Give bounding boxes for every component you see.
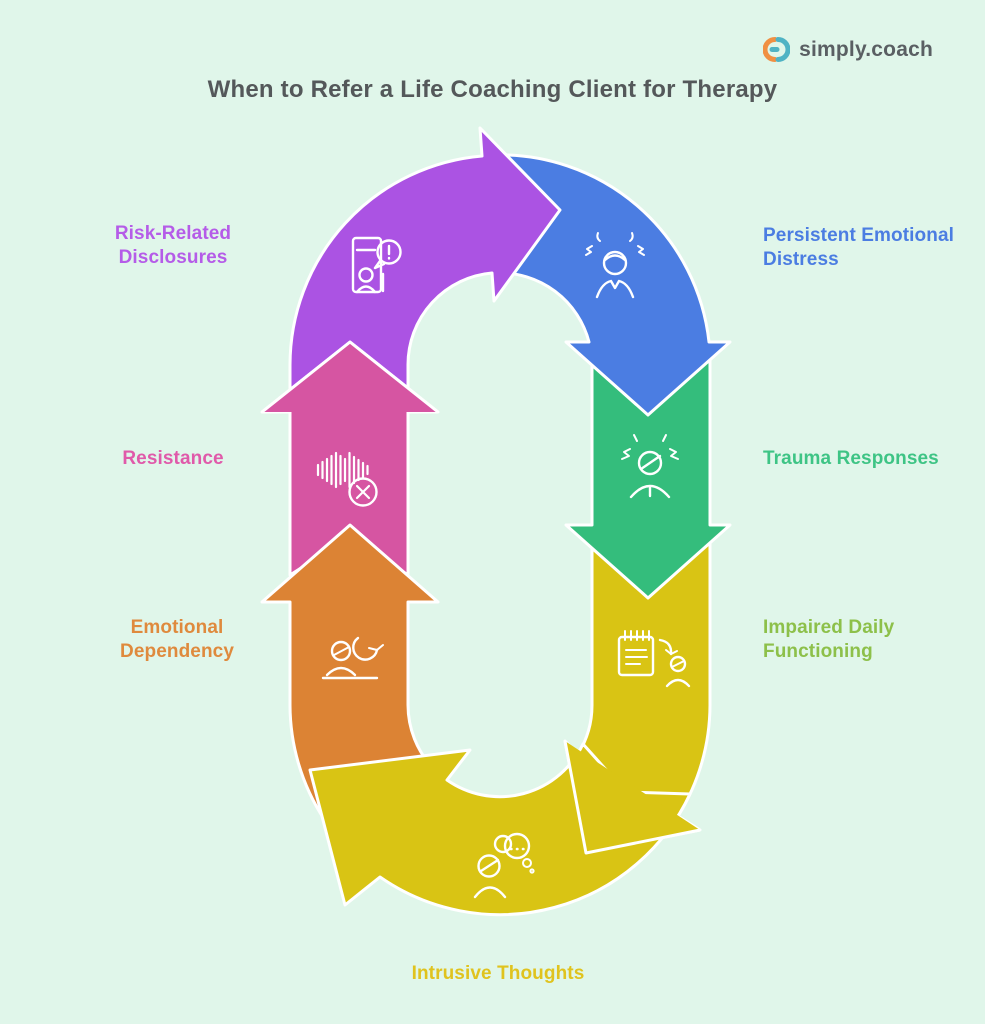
person-cycle-icon [321,636,384,680]
arrow-risk-related-disclosures [288,126,562,417]
arrowhead-impaired-daily-functioning [563,740,701,855]
label-trauma-responses: Trauma Responses [763,448,939,469]
thought-bubbles-icon [473,832,535,899]
label-intrusive-thoughts: Intrusive Thoughts [411,963,585,984]
brand-logo-text: simply.coach [799,37,933,61]
label-resistance: Resistance [122,448,224,469]
brand-logo: simply.coach [763,36,933,63]
overwhelmed-person-icon [621,434,679,499]
stressed-woman-icon [585,232,645,299]
task-list-decline-icon [617,630,691,688]
page-title: When to Refer a Life Coaching Client for… [207,76,778,103]
muted-voice-icon [316,451,378,507]
id-card-alert-icon [351,236,402,294]
simply-coach-logo-icon [763,37,791,62]
arrowhead-resistance [261,340,439,414]
